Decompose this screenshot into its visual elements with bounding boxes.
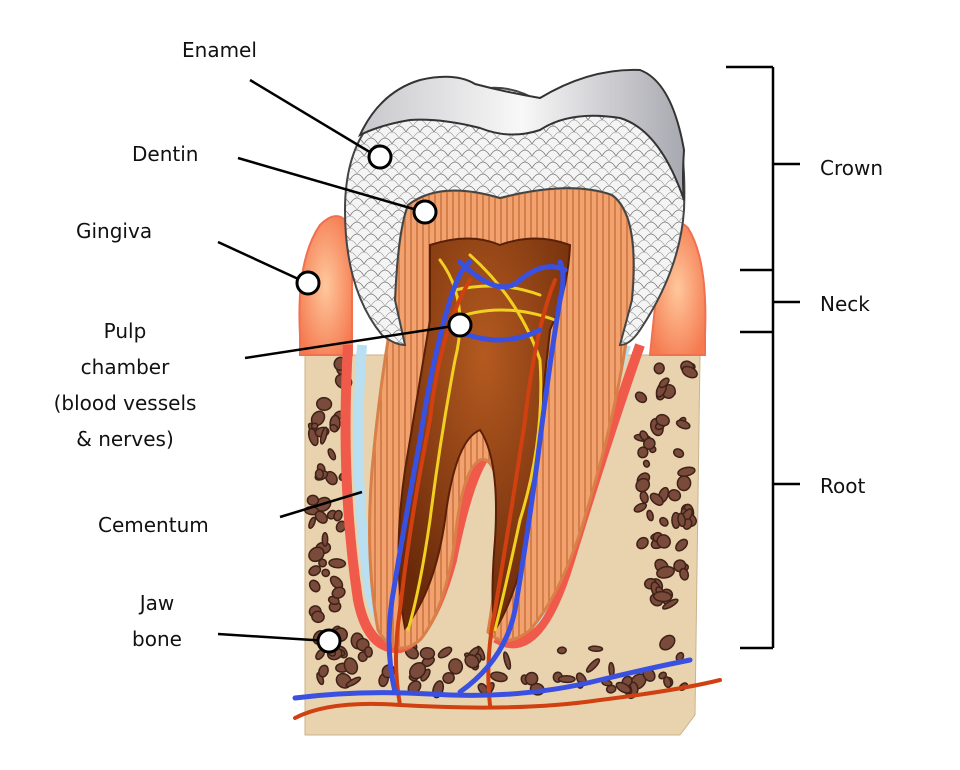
bone-pore [677,512,686,528]
bone-pore [343,657,359,675]
bone-pore [327,448,337,461]
bone-pore [331,586,346,599]
label-jaw-bone: Jaw bone [132,591,182,651]
label-dentin: Dentin [132,142,199,166]
bone-pore [524,671,539,686]
bone-pore [677,466,696,477]
bone-pore [587,645,604,652]
bone-pore [345,676,362,688]
bone-pore [556,646,567,655]
bone-pore [679,567,690,581]
bone-pore [489,671,508,683]
bone-pore [308,579,321,593]
leader-lines [217,78,461,643]
bone-pore [306,494,320,506]
bone-pore [364,646,373,658]
label-crown: Crown [820,156,884,180]
bone-pore [675,538,689,552]
label-cementum: Cementum [98,513,209,537]
bone-pore [663,676,672,689]
label-pulp-chamber: Pulp chamber (blood vessels & nerves) [53,319,197,451]
bone-pore [315,396,333,412]
bone-pore [646,509,654,522]
bone-pore [656,534,671,549]
bone-pore [675,419,691,430]
enamel-marker [367,144,393,170]
jaw-bone-marker [316,628,342,654]
callout-markers [295,144,473,654]
bone-pore [311,610,325,624]
bone-pore [318,664,329,678]
bone-pore [659,634,676,651]
bone-pore [329,423,339,433]
dentin-marker [412,199,438,225]
bone-pore [649,492,664,506]
bone-pore [642,459,651,468]
bone-pore [585,658,601,673]
bone-pore [659,516,669,527]
bone-pore [308,516,317,530]
enamel [343,68,686,347]
bone-pore [636,536,649,550]
bone-pore [328,558,347,569]
bone-pore [442,672,455,684]
bone-pore [503,651,512,670]
bone-pore [557,675,576,684]
label-neck: Neck [820,292,870,316]
bone-pore [615,681,632,694]
bone-pore [333,509,343,522]
bone-pore [681,365,698,379]
bone-pore [409,662,427,680]
bone-pore [637,446,649,459]
bone-pore [321,568,331,578]
arteries [293,278,722,720]
bone-pore [656,565,675,579]
bone-pore [314,468,325,480]
bone-pore [308,565,322,577]
label-root: Root [820,474,866,498]
label-enamel: Enamel [182,38,257,62]
bone-pore [634,391,648,404]
bone-pore [673,448,685,459]
bone-pore [652,590,673,603]
bone-pore [437,646,453,659]
bone-pore [661,598,679,610]
bone-pore [321,531,329,547]
gingiva [298,215,707,356]
bone-pore [653,362,665,375]
pulp-marker [447,312,473,338]
bone-pore [314,510,328,524]
bone-pore [655,413,670,427]
bone-pore [635,477,651,493]
bone-pore [319,426,328,445]
bone-pore [448,658,464,675]
bone-pore [310,422,319,430]
region-bracket [726,65,800,650]
gingiva-marker [295,270,321,296]
bone-pore [633,502,648,513]
veins [292,259,693,701]
bone-pore [419,646,436,660]
bone-pore [316,672,325,686]
bone-pore [464,654,480,669]
label-gingiva: Gingiva [76,219,153,243]
bone-pore [658,377,670,389]
bone-pore [308,546,325,563]
